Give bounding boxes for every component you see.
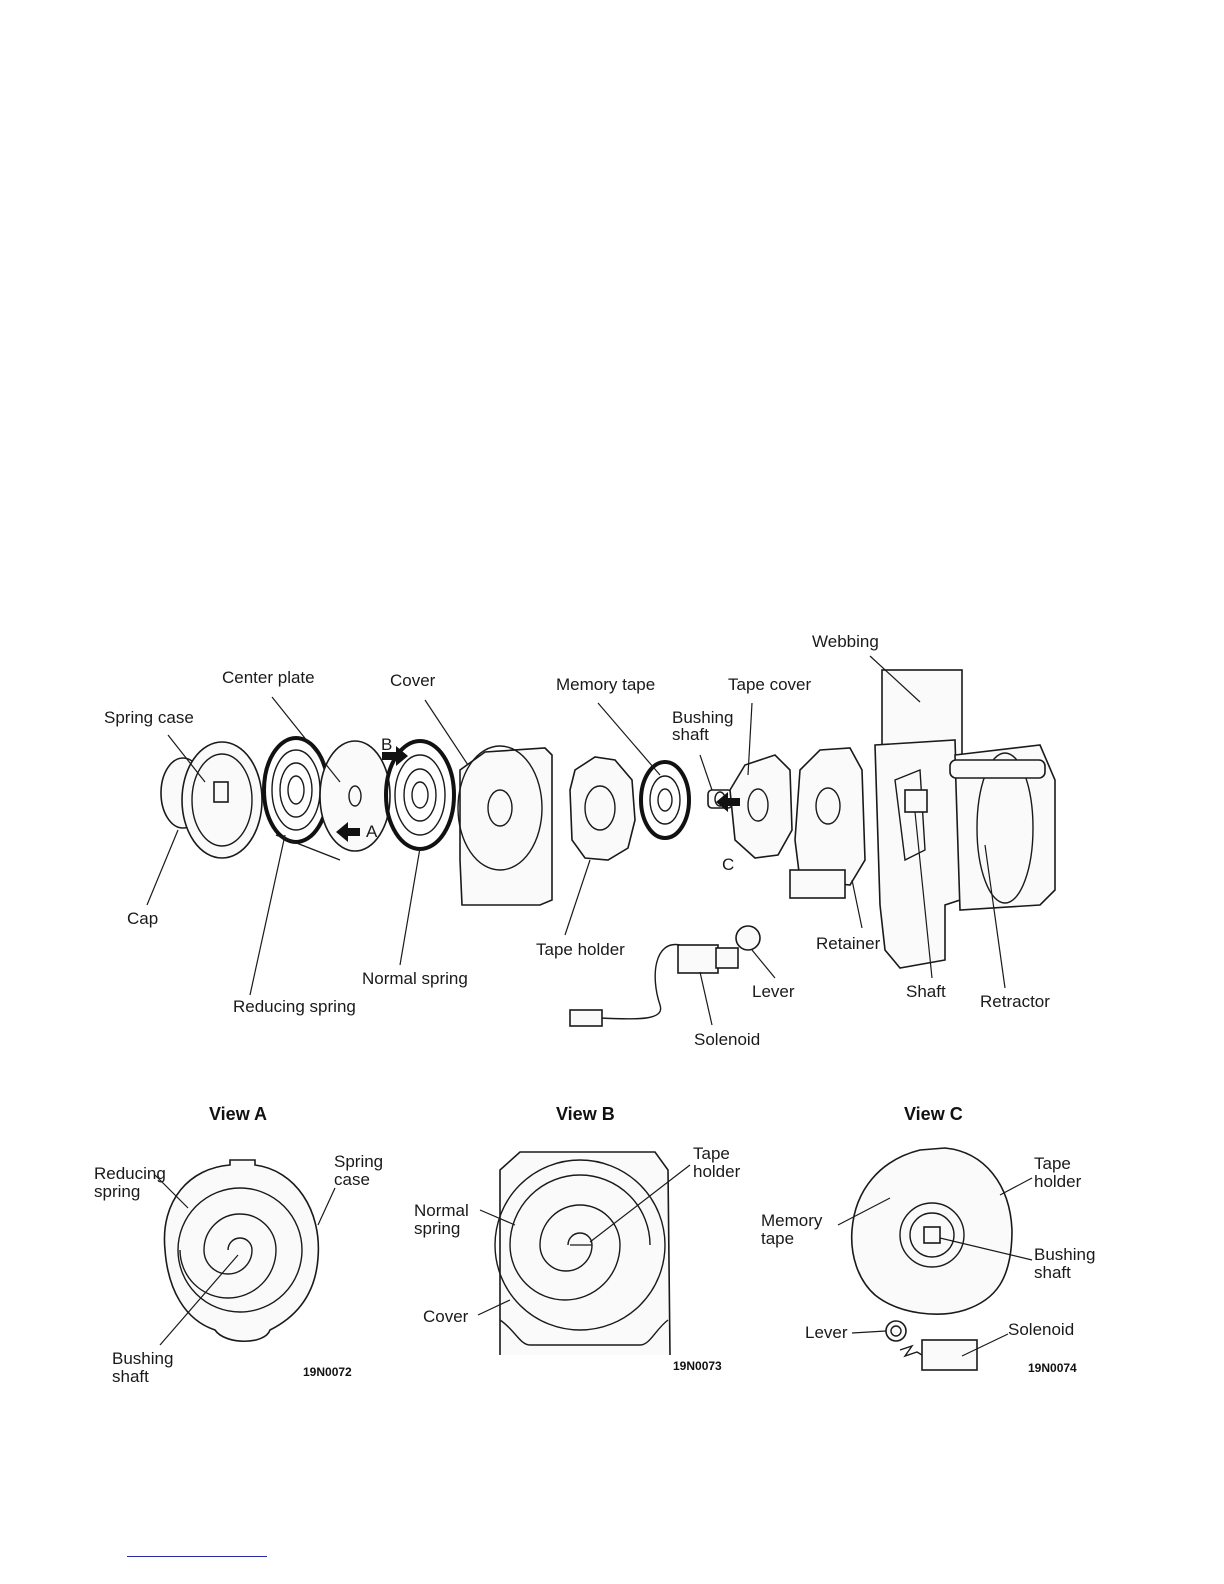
view-a-code: 19N0072 <box>303 1365 352 1379</box>
view-a-bushing-shaft-line2: shaft <box>112 1367 149 1386</box>
view-b: View B Tape holder Normal spring Cover 1… <box>414 1104 741 1373</box>
arrow-c <box>716 792 740 812</box>
view-b-tape-holder-line1: Tape <box>693 1144 730 1163</box>
view-c: View C Tape holder Memory tape Bushing s… <box>761 1104 1095 1375</box>
view-b-code: 19N0073 <box>673 1359 722 1373</box>
label-spring-case: Spring case <box>104 708 194 727</box>
view-c-lever: Lever <box>805 1323 848 1342</box>
arrow-b <box>382 746 408 766</box>
view-b-normal-spring-line1: Normal <box>414 1201 469 1220</box>
view-b-tape-holder-line2: holder <box>693 1162 741 1181</box>
view-c-title: View C <box>904 1104 963 1124</box>
solenoid-part <box>569 925 761 1027</box>
label-retractor: Retractor <box>980 992 1050 1011</box>
tape-cover-part <box>729 754 793 859</box>
view-c-bushing-shaft-line2: shaft <box>1034 1263 1071 1282</box>
view-c-tape-holder-line1: Tape <box>1034 1154 1071 1173</box>
label-shaft: Shaft <box>906 982 946 1001</box>
leader-lines <box>146 655 1006 1026</box>
label-reducing-spring: Reducing spring <box>233 997 356 1016</box>
view-a-spring-case-line1: Spring <box>334 1152 383 1171</box>
memory-tape-part <box>639 760 691 840</box>
view-b-title: View B <box>556 1104 615 1124</box>
label-marker-c: C <box>722 855 734 874</box>
spring-case-part <box>181 741 263 859</box>
label-marker-b: B <box>381 735 392 754</box>
center-plate-part <box>319 740 391 852</box>
exploded-view: Webbing Center plate Cover Memory tape T… <box>104 632 1056 1049</box>
label-solenoid: Solenoid <box>694 1030 760 1049</box>
label-cover: Cover <box>390 671 436 690</box>
view-c-solenoid: Solenoid <box>1008 1320 1074 1339</box>
view-a: View A Reducing spring Spring case Bushi… <box>94 1104 383 1386</box>
view-a-reducing-spring-line1: Reducing <box>94 1164 166 1183</box>
label-tape-cover: Tape cover <box>728 675 811 694</box>
view-c-code: 19N0074 <box>1028 1361 1077 1375</box>
view-c-memory-tape-line2: tape <box>761 1229 794 1248</box>
label-lever: Lever <box>752 982 795 1001</box>
arrow-a <box>336 822 360 842</box>
label-normal-spring: Normal spring <box>362 969 468 988</box>
view-a-spring-case-line2: case <box>334 1170 370 1189</box>
retractor-part <box>874 669 1056 969</box>
label-cap: Cap <box>127 909 158 928</box>
label-webbing: Webbing <box>812 632 879 651</box>
view-b-normal-spring-line2: spring <box>414 1219 460 1238</box>
footer-rule <box>127 1556 267 1557</box>
view-b-cover: Cover <box>423 1307 469 1326</box>
view-a-reducing-spring-line2: spring <box>94 1182 140 1201</box>
label-tape-holder: Tape holder <box>536 940 625 959</box>
label-bushing-shaft-line2: shaft <box>672 725 709 744</box>
view-c-tape-holder-line2: holder <box>1034 1172 1082 1191</box>
label-center-plate: Center plate <box>222 668 315 687</box>
view-a-title: View A <box>209 1104 267 1124</box>
tape-holder-part <box>569 756 636 861</box>
retainer-part <box>789 747 866 899</box>
label-retainer: Retainer <box>816 934 881 953</box>
label-memory-tape: Memory tape <box>556 675 655 694</box>
view-c-memory-tape-line1: Memory <box>761 1211 823 1230</box>
view-a-bushing-shaft-line1: Bushing <box>112 1349 173 1368</box>
cover-part <box>457 745 553 906</box>
label-bushing-shaft-line1: Bushing <box>672 708 733 727</box>
view-c-bushing-shaft-line1: Bushing <box>1034 1245 1095 1264</box>
label-marker-a: A <box>366 822 378 841</box>
